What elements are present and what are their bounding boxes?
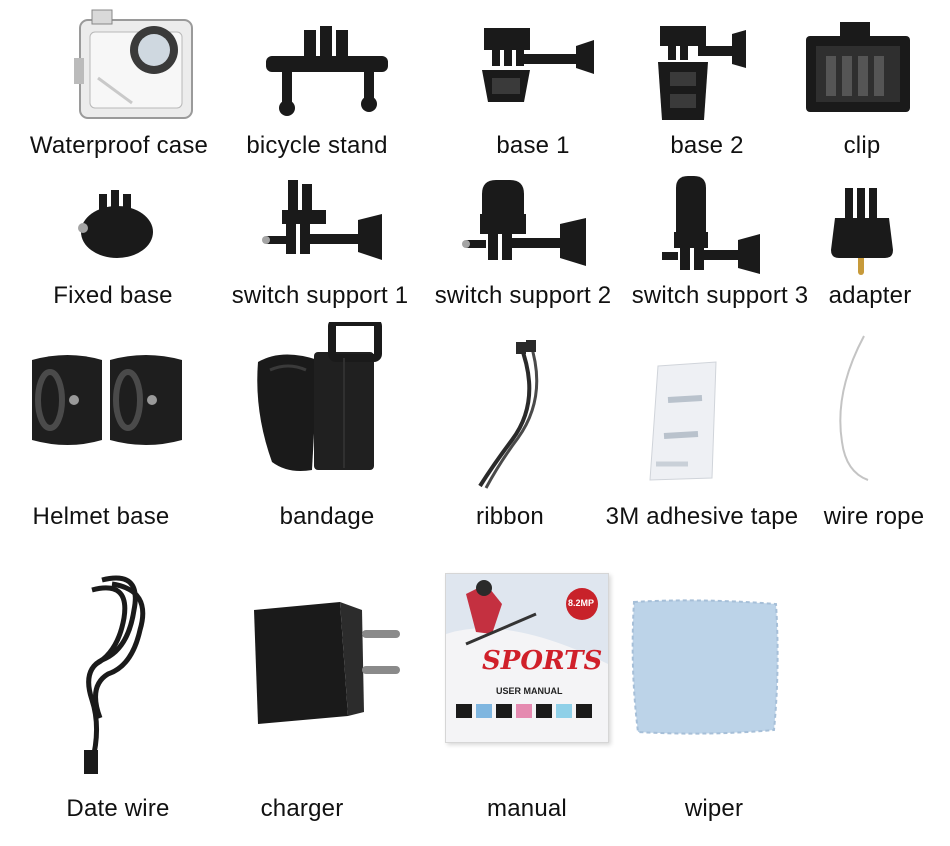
item-label: 3M adhesive tape (605, 503, 799, 530)
item-label: base 1 (496, 132, 570, 159)
item-label: adapter (828, 282, 912, 309)
adapter-icon (827, 188, 897, 276)
item-label: clip (843, 132, 881, 159)
manual-subtitle: USER MANUAL (496, 686, 563, 696)
item-label: switch support 2 (434, 282, 612, 309)
manual-icon: 8.2MP SPORTS USER MANUAL (445, 573, 609, 743)
item-label: Fixed base (53, 282, 173, 309)
ribbon-icon (472, 340, 552, 490)
waterproof-case-icon (72, 8, 202, 123)
item-label: wiper (684, 795, 744, 822)
item-label: Date wire (66, 795, 170, 822)
helmet-base-icon (28, 350, 188, 450)
manual-title: SPORTS (482, 646, 603, 676)
base-1-icon (478, 26, 598, 106)
adhesive-tape-icon (642, 360, 722, 485)
base-2-icon (654, 24, 749, 124)
item-label: ribbon (476, 503, 544, 530)
item-label: Waterproof case (29, 132, 209, 159)
data-wire-icon (72, 570, 162, 780)
item-label: wire rope (823, 503, 925, 530)
item-label: manual (487, 795, 567, 822)
item-label: switch support 1 (231, 282, 409, 309)
bicycle-stand-icon (262, 26, 392, 116)
clip-icon (800, 22, 915, 117)
item-label: switch support 3 (631, 282, 809, 309)
wire-rope-icon (828, 332, 878, 482)
switch-support-2-icon (462, 180, 592, 270)
item-label: bicycle stand (246, 132, 388, 159)
switch-support-3-icon (660, 176, 765, 274)
item-label: charger (260, 795, 344, 822)
item-label: Helmet base (32, 503, 170, 530)
bandage-icon (252, 322, 382, 474)
item-label: bandage (279, 503, 375, 530)
manual-badge: 8.2MP (568, 598, 595, 608)
wiper-icon (628, 598, 780, 738)
charger-icon (246, 600, 406, 730)
fixed-base-icon (75, 188, 155, 260)
item-label: base 2 (670, 132, 744, 159)
switch-support-1-icon (262, 180, 387, 272)
